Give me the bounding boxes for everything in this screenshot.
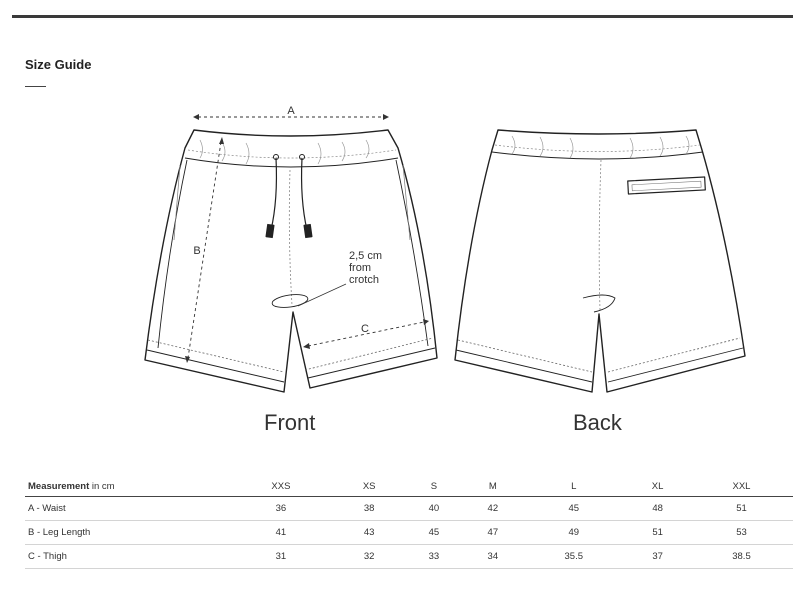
measurement-unit: in cm — [91, 480, 115, 492]
front-view-label: Front — [264, 410, 316, 435]
size-header: XS — [362, 480, 376, 492]
measurement-title: Measurement — [28, 480, 90, 492]
table-cell: 45 — [428, 527, 440, 538]
table-cell: 38 — [363, 503, 375, 514]
table-cell: 34 — [487, 551, 499, 562]
table-cell: 33 — [428, 551, 440, 562]
table-cell: 31 — [275, 551, 287, 562]
table-cell: 48 — [652, 503, 663, 514]
table-cell: 36 — [275, 503, 287, 514]
title-underline — [25, 86, 46, 87]
row-label: C - Thigh — [28, 551, 67, 562]
label-a: A — [287, 105, 295, 117]
table-cell: 41 — [275, 527, 287, 538]
back-view-label: Back — [573, 410, 622, 435]
size-header: XL — [651, 480, 664, 492]
label-b: B — [193, 245, 200, 257]
size-header: S — [430, 480, 438, 492]
label-c: C — [361, 323, 369, 335]
page-title: Size Guide — [25, 57, 92, 72]
table-cell: 47 — [487, 527, 499, 538]
row-label: B - Leg Length — [28, 527, 91, 538]
table-row: B - Leg Length 41 43 45 47 49 51 53 — [25, 521, 793, 545]
table-row: A - Waist 36 38 40 42 45 48 51 — [25, 497, 793, 521]
back-shorts-drawing — [454, 129, 746, 393]
size-header: XXL — [732, 480, 751, 492]
table-cell: 37 — [652, 551, 663, 562]
table-cell: 43 — [363, 527, 375, 538]
table-header-row: Measurement in cm XXS XS S M L XL XXL — [25, 476, 793, 497]
table-row: C - Thigh 31 32 33 34 35.5 37 38.5 — [25, 545, 793, 569]
row-label: A - Waist — [28, 503, 66, 514]
shorts-diagram: A B C 2,5 cm from crotch — [144, 105, 746, 393]
table-cell: 45 — [568, 503, 580, 514]
table-cell: 53 — [736, 527, 747, 538]
annotation-line-1: 2,5 cm — [349, 250, 382, 262]
top-rule — [12, 15, 793, 18]
table-cell: 35.5 — [564, 551, 584, 562]
front-shorts-drawing — [144, 129, 438, 393]
size-header: M — [488, 480, 497, 492]
annotation-line-3: crotch — [349, 274, 379, 286]
table-cell: 38.5 — [732, 551, 751, 562]
size-header: L — [571, 480, 577, 492]
table-cell: 40 — [428, 503, 440, 514]
table-cell: 51 — [736, 503, 747, 514]
size-header: XXS — [271, 480, 291, 492]
measurement-guides — [185, 114, 429, 363]
size-table: Measurement in cm XXS XS S M L XL XXL A … — [25, 476, 793, 569]
annotation-line-2: from — [349, 262, 371, 274]
table-cell: 32 — [363, 551, 375, 562]
table-cell: 51 — [652, 527, 663, 538]
table-cell: 49 — [568, 527, 580, 538]
table-cell: 42 — [487, 503, 499, 514]
measurement-header: Measurement in cm — [25, 476, 228, 497]
